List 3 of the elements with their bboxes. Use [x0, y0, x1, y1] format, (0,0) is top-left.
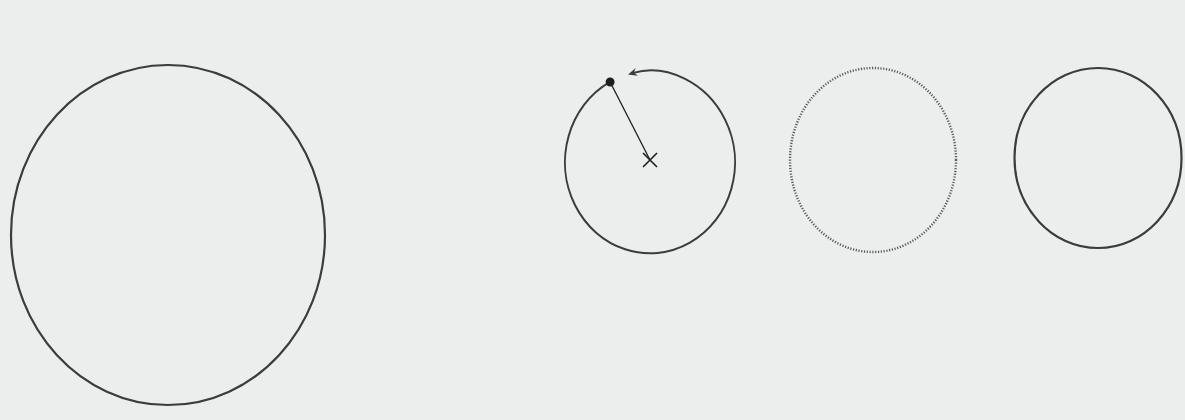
circle [9, 63, 327, 407]
circle [1013, 66, 1183, 250]
dotted-circle [788, 66, 958, 254]
